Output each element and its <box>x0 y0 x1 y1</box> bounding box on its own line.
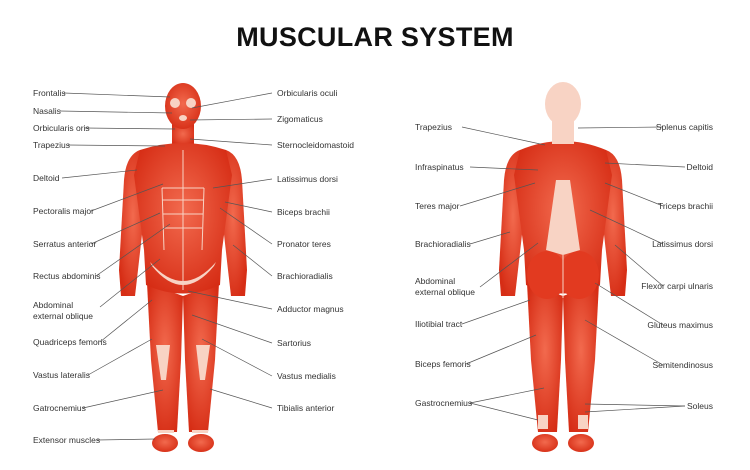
label-frontalis: Frontalis <box>33 88 66 98</box>
leader-lines <box>59 92 686 441</box>
label-zigomaticus: Zigomaticus <box>277 114 323 124</box>
label-tibialis-anterior: Tibialis anterior <box>277 403 335 413</box>
label-splenus-capitis: Splenus capitis <box>655 122 713 132</box>
label-gatrocnemius: Gatrocnemius <box>33 403 86 413</box>
label-nasalis: Nasalis <box>33 106 61 116</box>
label-biceps-femoris: Biceps femoris <box>415 359 471 369</box>
label-pectoralis-major: Pectoralis major <box>33 206 94 216</box>
label-infraspinatus: Infraspinatus <box>415 162 464 172</box>
label-back-brachioradialis: Brachioradialis <box>415 239 471 249</box>
label-brachioradialis: Brachioradialis <box>277 271 333 281</box>
label-gastrocnemius: Gastrocnemius <box>415 398 473 408</box>
label-triceps-brachii: Triceps brachii <box>658 201 713 211</box>
label-abdominal-external-oblique: Abdominal external oblique <box>33 300 94 321</box>
diagram-title: MUSCULAR SYSTEM <box>236 22 514 52</box>
label-vastus-medialis: Vastus medialis <box>277 371 336 381</box>
label-extensor-muscles: Extensor muscles <box>33 435 101 445</box>
label-adductor-magnus: Adductor magnus <box>277 304 344 314</box>
label-iliotibial-tract: Iliotibial tract <box>415 319 463 329</box>
label-vastus-lateralis: Vastus lateralis <box>33 370 91 380</box>
label-soleus: Soleus <box>687 401 713 411</box>
label-back-abdominal-external-oblique: Abdominal external oblique <box>415 276 476 297</box>
label-pronator-teres: Pronator teres <box>277 239 331 249</box>
label-biceps-brachii: Biceps brachii <box>277 207 330 217</box>
label-flexor-carpi-ulnaris: Flexor carpi ulnaris <box>641 281 713 291</box>
label-back-trapezius: Trapezius <box>415 122 453 132</box>
label-back-deltoid: Deltoid <box>686 162 713 172</box>
label-quadriceps-femoris: Quadriceps femoris <box>33 337 107 347</box>
label-semitendinosus: Semitendinosus <box>652 360 713 370</box>
label-orbicularis-oris: Orbicularis oris <box>33 123 90 133</box>
label-back-latissimus-dorsi: Latissimus dorsi <box>652 239 713 249</box>
label-serratus-anterior: Serratus anterior <box>33 239 97 249</box>
label-latissimus-dorsi: Latissimus dorsi <box>277 174 338 184</box>
label-gluteus-maximus: Gluteus maximus <box>647 320 713 330</box>
label-rectus-abdominis: Rectus abdominis <box>33 271 101 281</box>
label-trapezius: Trapezius <box>33 140 71 150</box>
label-orbicularis-oculi: Orbicularis oculi <box>277 88 338 98</box>
front-figure <box>119 83 247 452</box>
label-sternocleidomastoid: Sternocleidomastoid <box>277 140 355 150</box>
label-teres-major: Teres major <box>415 201 460 211</box>
label-deltoid: Deltoid <box>33 173 60 183</box>
back-figure <box>499 82 627 452</box>
label-sartorius: Sartorius <box>277 338 312 348</box>
